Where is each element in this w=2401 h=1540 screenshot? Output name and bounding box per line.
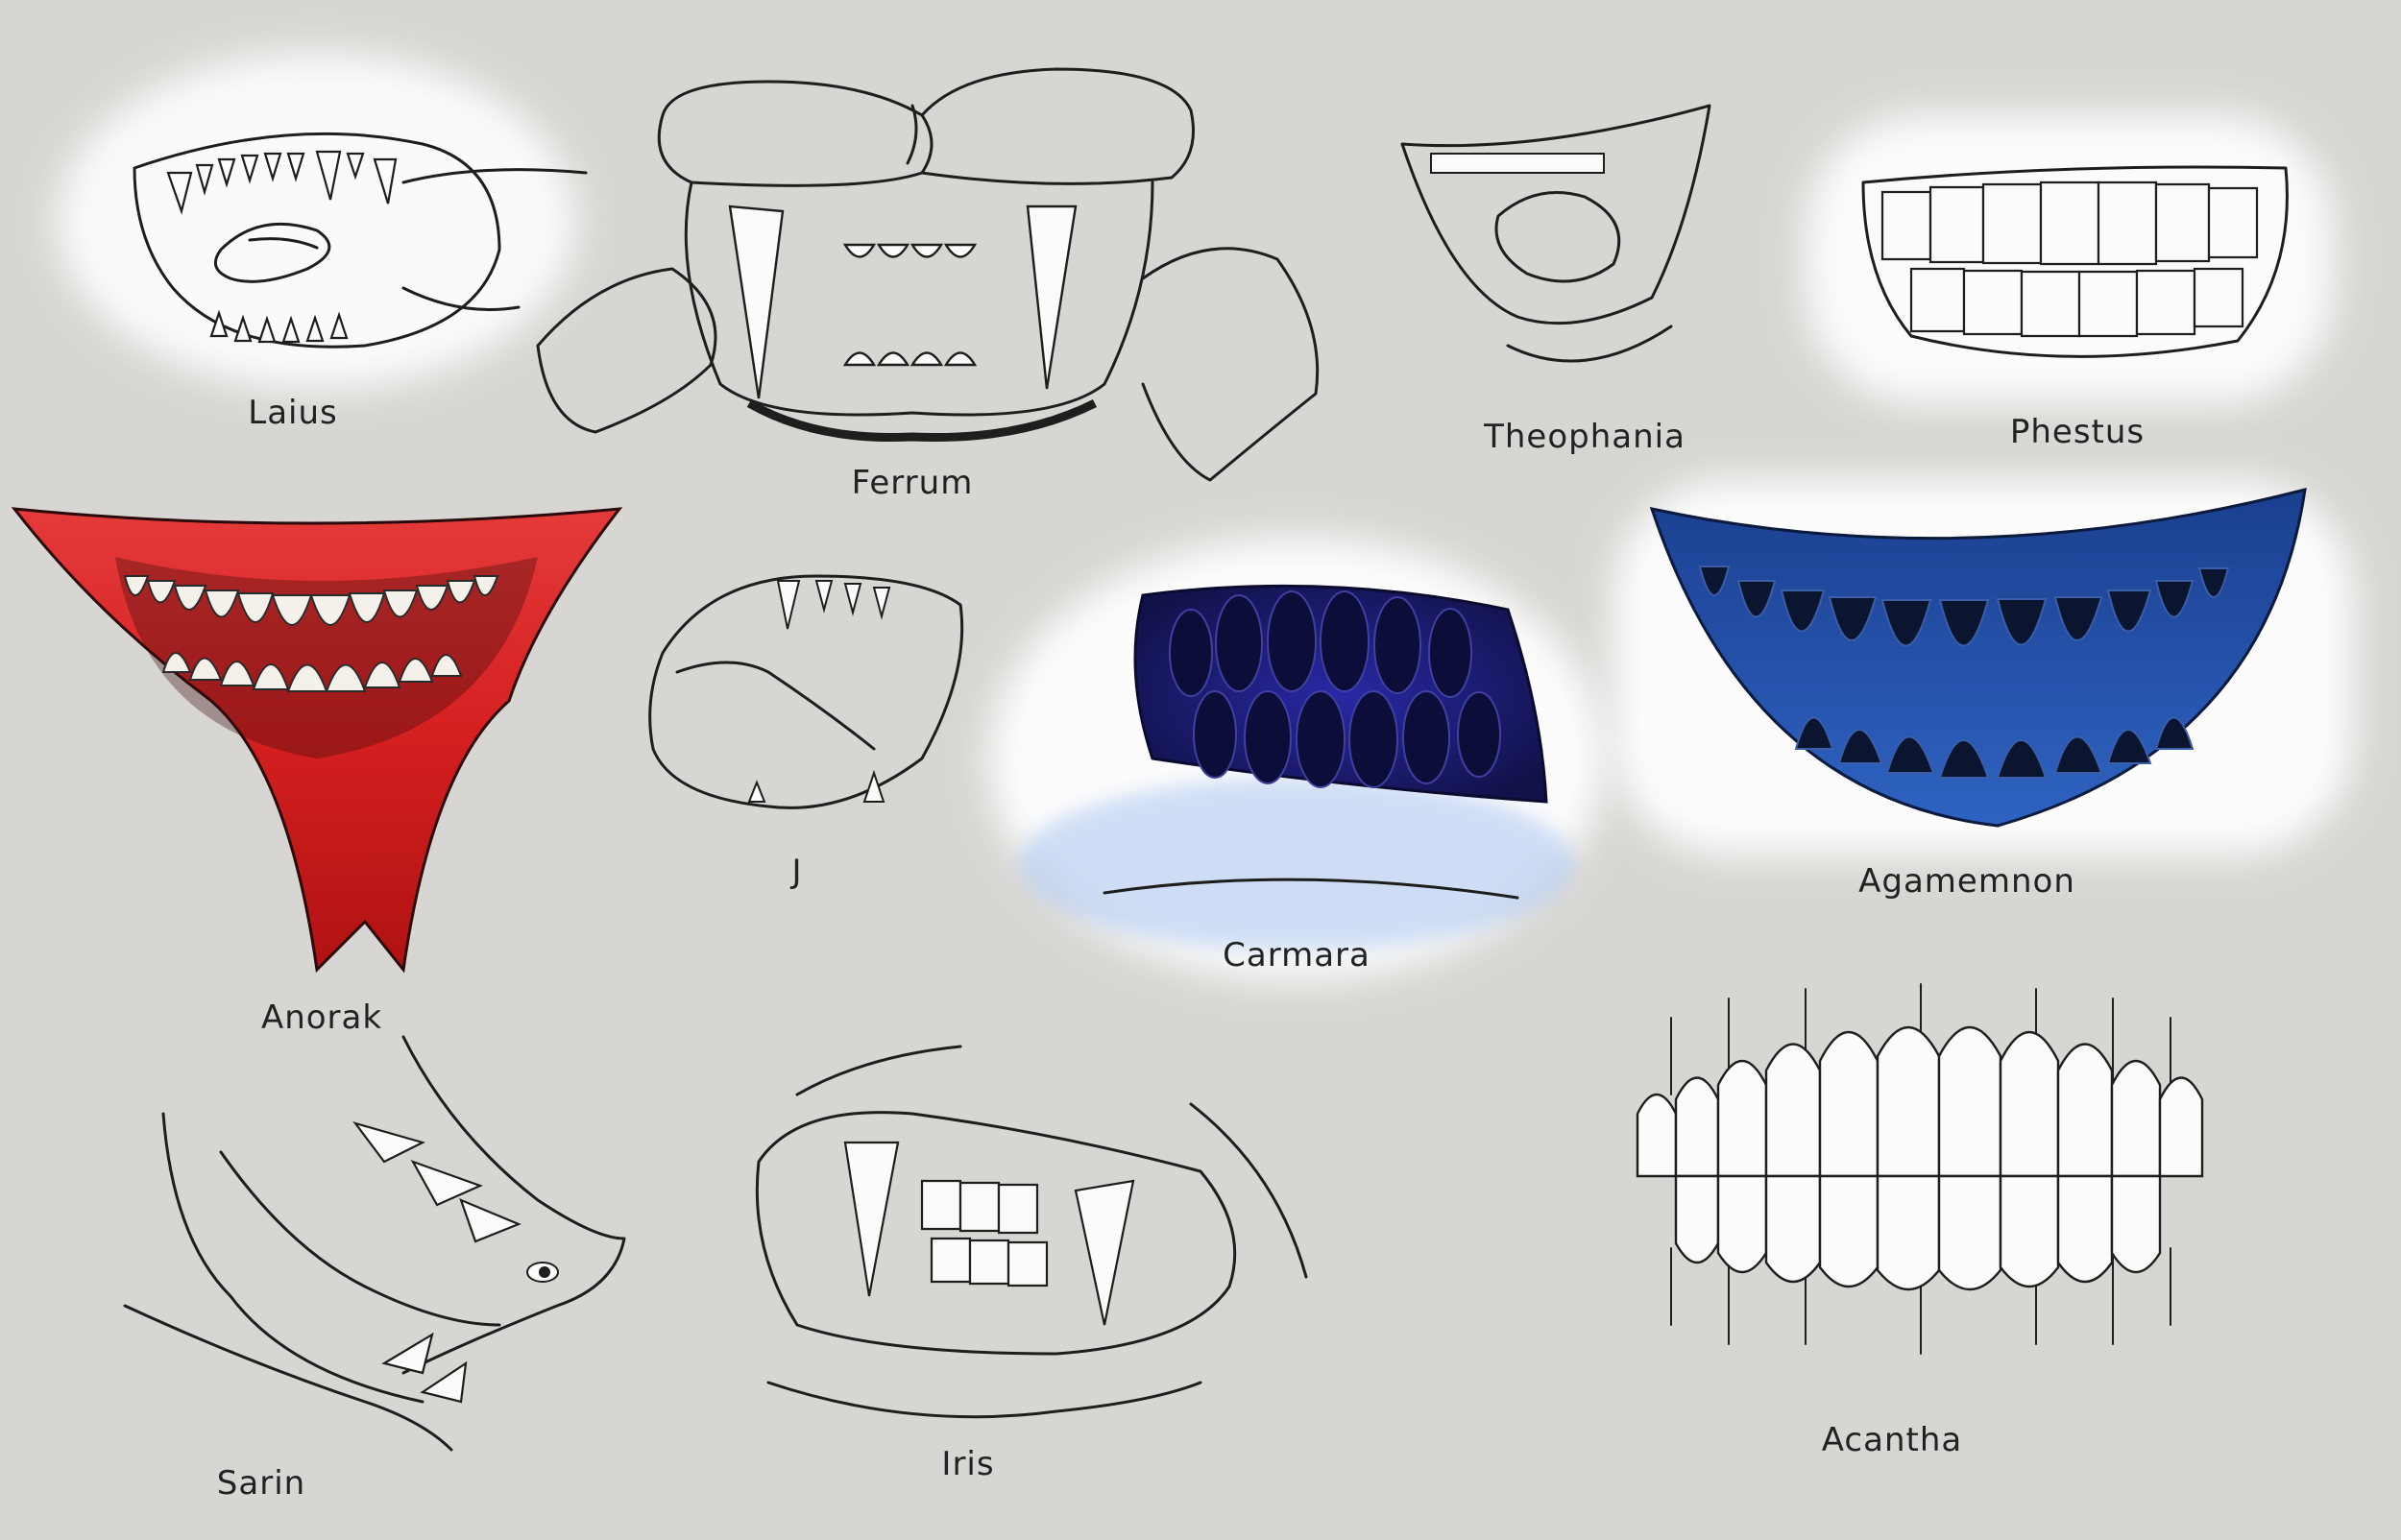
label-carmara: Carmara: [1223, 936, 1370, 975]
ferrum-drawing: [536, 67, 1320, 482]
label-agamemnon: Agamemnon: [1858, 862, 2075, 901]
label-ferrum: Ferrum: [851, 464, 974, 502]
label-anorak: Anorak: [260, 999, 383, 1037]
agamemnon-drawing: [1613, 480, 2353, 854]
phestus-drawing: [1806, 115, 2334, 403]
label-j: J: [791, 853, 803, 891]
theophania-drawing: [1400, 104, 1711, 363]
laius-drawing: [58, 53, 588, 389]
anorak-drawing: [11, 507, 623, 974]
label-phestus: Phestus: [2009, 413, 2146, 451]
label-sarin: Sarin: [216, 1464, 306, 1503]
label-laius: Laius: [248, 394, 338, 432]
sarin-drawing: [123, 1035, 626, 1452]
carmara-drawing: [989, 538, 1604, 979]
label-acantha: Acantha: [1821, 1421, 1963, 1459]
acantha-drawing: [1636, 983, 2204, 1355]
label-theophania: Theophania: [1484, 418, 1686, 456]
iris-drawing: [755, 1045, 1308, 1419]
label-iris: Iris: [941, 1445, 995, 1483]
j-drawing: [648, 574, 964, 809]
